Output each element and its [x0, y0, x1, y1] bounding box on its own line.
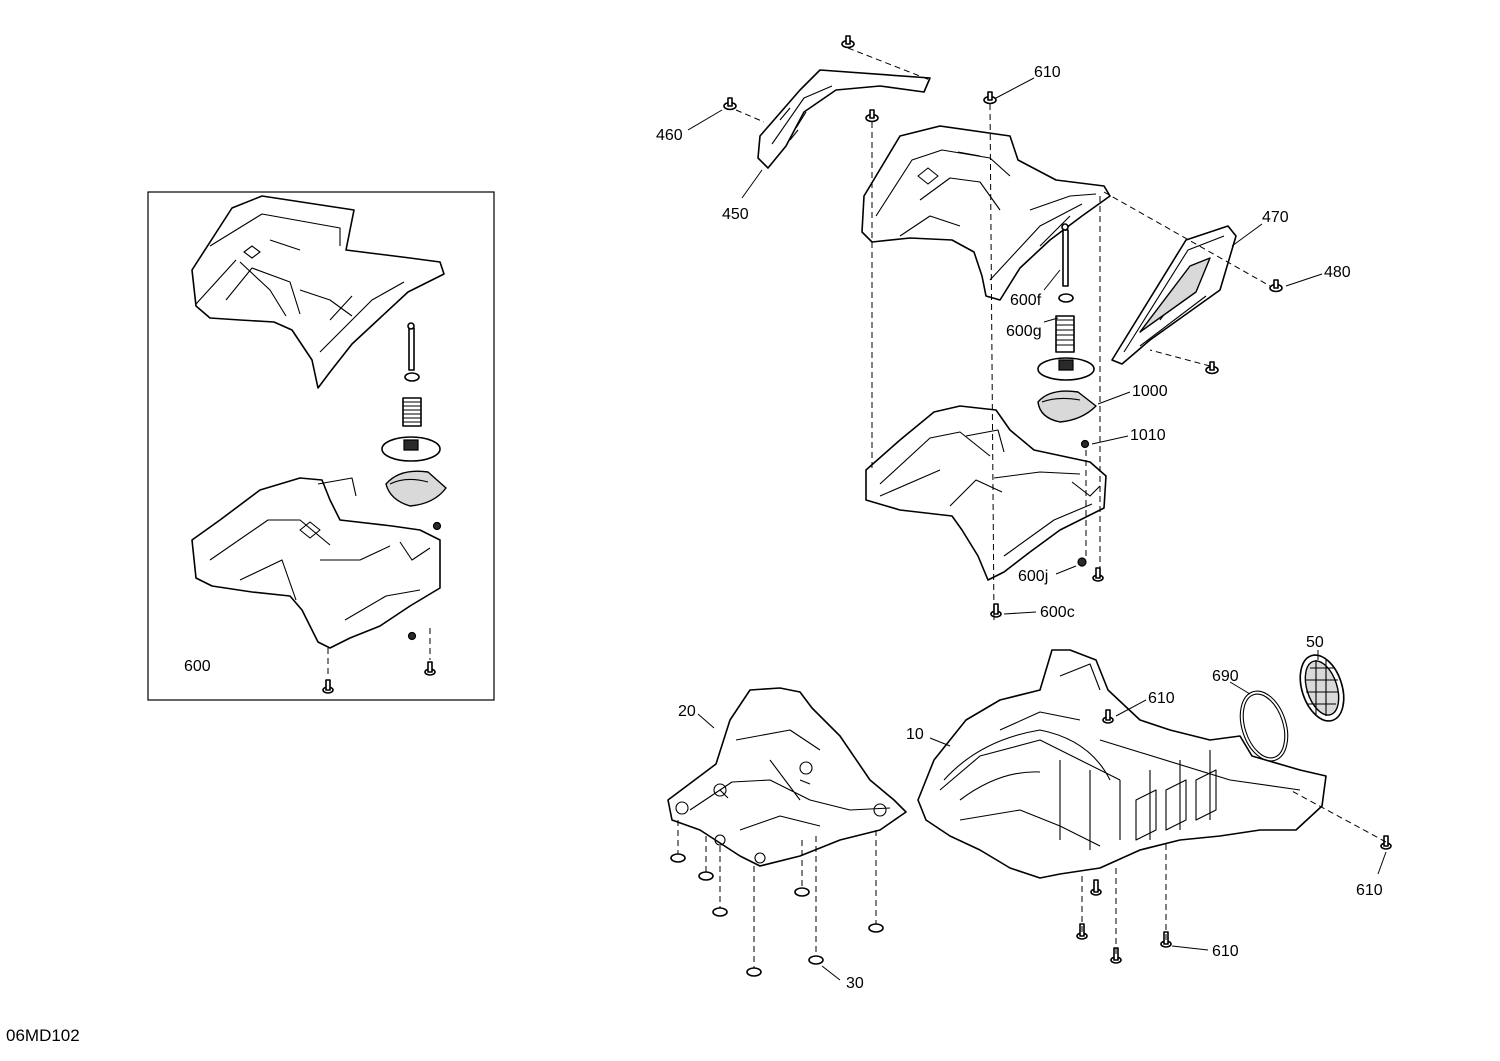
upper-housing — [861, 125, 1111, 301]
callout-470: 470 — [1262, 209, 1289, 226]
callout-610-top: 610 — [1034, 64, 1061, 81]
callout-600j: 600j — [1018, 568, 1048, 585]
assembly-600-inset-frame — [147, 191, 495, 701]
lower-assembly-alignment-lines — [677, 789, 1387, 968]
callout-600c: 600c — [1040, 604, 1075, 621]
callout-600f: 600f — [1010, 292, 1042, 309]
part-50-screen — [1299, 654, 1345, 722]
callout-30: 30 — [846, 975, 864, 992]
callout-50: 50 — [1306, 634, 1324, 651]
callout-1010: 1010 — [1130, 427, 1166, 444]
upper-assembly-fasteners — [723, 35, 1283, 618]
callout-20: 20 — [678, 703, 696, 720]
callout-610-bottom: 610 — [1212, 943, 1239, 960]
callout-1000: 1000 — [1132, 383, 1168, 400]
part-20-heat-shield — [667, 687, 907, 867]
inset-upper-housing — [191, 195, 445, 389]
part-450-cover — [757, 69, 931, 169]
callout-460: 460 — [656, 127, 683, 144]
callout-450: 450 — [722, 206, 749, 223]
inset-bottom-fasteners — [322, 628, 436, 694]
callout-610-manifold: 610 — [1148, 690, 1175, 707]
callout-10: 10 — [906, 726, 924, 743]
lower-housing — [865, 405, 1107, 581]
callout-480: 480 — [1324, 264, 1351, 281]
leader-lines — [687, 77, 1387, 981]
isolator-stack — [1037, 223, 1097, 449]
callout-600g: 600g — [1006, 323, 1042, 340]
upper-assembly-alignment-lines — [735, 47, 1271, 621]
callout-690: 690 — [1212, 668, 1239, 685]
part-690-clamp — [1239, 690, 1289, 762]
drawing-code: 06MD102 — [6, 1026, 80, 1045]
inset-lower-housing — [191, 477, 441, 649]
part-470-cover — [1111, 225, 1237, 365]
part-10-intake-manifold — [917, 649, 1327, 879]
inset-isolator-stack — [381, 322, 447, 531]
callout-600: 600 — [184, 658, 211, 675]
callout-610-right: 610 — [1356, 882, 1383, 899]
